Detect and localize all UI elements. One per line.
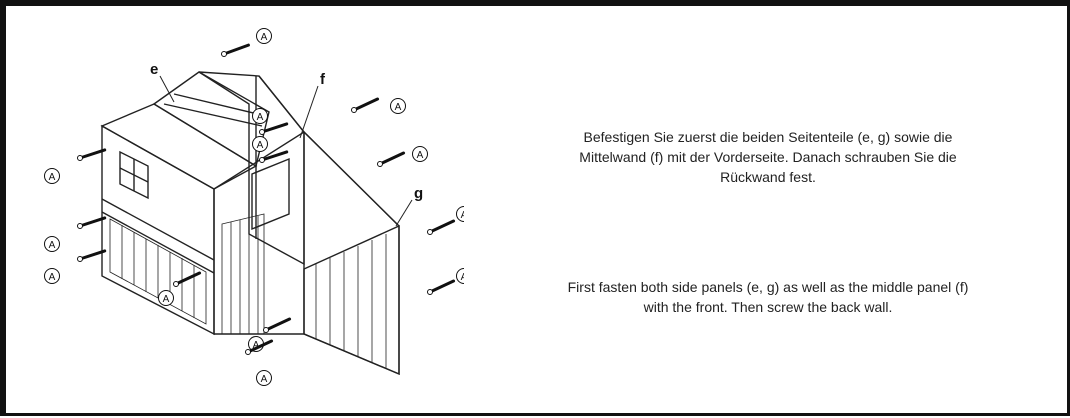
screw-marker-circle (252, 136, 268, 152)
screw-marker-label: A (253, 340, 260, 351)
screw-marker-label: A (257, 140, 264, 151)
screw-marker-circle (256, 28, 272, 44)
screw-marker-circle (44, 268, 60, 284)
screw-marker-label: A (257, 112, 264, 123)
hutch-assembly-illustration: e f g A A A A A A A A A A A A A (44, 28, 464, 386)
screw (174, 271, 202, 286)
screw-marker-label: A (163, 294, 170, 305)
label-f: f (320, 71, 326, 88)
screw-head (77, 155, 83, 161)
screw-marker-circle (44, 236, 60, 252)
screw (260, 150, 289, 162)
instruction-english-line-2: with the front. Then screw the back wall… (643, 299, 893, 315)
screw-head (263, 327, 269, 333)
screw-marker-label: A (49, 272, 56, 283)
screw-marker-label: A (461, 272, 464, 283)
screw-marker-circle (390, 98, 406, 114)
screw-markers: A A A A A A A A A A A A A (44, 28, 464, 386)
screw-marker-circle (456, 268, 464, 284)
screw-head (427, 289, 433, 295)
screw-head (377, 161, 383, 167)
screw (78, 249, 107, 261)
instruction-german-line-1: Befestigen Sie zuerst die beiden Seitent… (583, 129, 953, 145)
leader-g (395, 199, 413, 227)
screw-head (173, 281, 179, 287)
instruction-german-line-2: Mittelwand (f) mit der Vorderseite. Dana… (579, 149, 957, 165)
right-box (213, 131, 400, 376)
screw-marker-label: A (261, 32, 268, 43)
screw (78, 216, 107, 228)
screw (428, 219, 456, 234)
screw-marker-label: A (417, 150, 424, 161)
screw-head (427, 229, 433, 235)
panel-e (152, 71, 270, 168)
screw-marker-label: A (261, 374, 268, 385)
screw-marker-circle (456, 206, 464, 222)
screw-head (351, 107, 357, 113)
screw-marker-label: A (395, 102, 402, 113)
screw (246, 339, 274, 354)
screw-head (259, 157, 265, 163)
screw-marker-circle (44, 168, 60, 184)
screw (264, 317, 292, 332)
left-window (119, 150, 149, 200)
screw-marker-circle (158, 290, 174, 306)
screw (222, 43, 250, 56)
screw (428, 279, 456, 294)
right-door (251, 157, 290, 231)
leader-f (299, 85, 319, 139)
screw-head (245, 349, 251, 355)
screw (378, 151, 406, 166)
instruction-german-line-3: Rückwand fest. (720, 169, 816, 185)
label-e: e (150, 61, 158, 78)
screw-marker-label: A (49, 172, 56, 183)
instruction-english-line-1: First fasten both side panels (e, g) as … (567, 279, 969, 295)
screw-marker-label: A (461, 210, 464, 221)
screw-marker-circle (256, 370, 272, 386)
instruction-german: Befestigen Sie zuerst die beiden Seitent… (484, 127, 1052, 187)
screw (78, 148, 107, 160)
screw-head (77, 223, 83, 229)
screw-marker-label: A (49, 240, 56, 251)
screw (352, 97, 380, 112)
right-wire-mesh (221, 213, 265, 335)
instruction-english: First fasten both side panels (e, g) as … (484, 277, 1052, 317)
screw-head (77, 256, 83, 262)
left-wire-mesh (109, 218, 207, 325)
screw (260, 122, 289, 134)
label-g: g (414, 185, 423, 202)
screw-marker-circle (252, 108, 268, 124)
screw-marker-circle (412, 146, 428, 162)
screw-head (259, 129, 265, 135)
leader-e (159, 75, 175, 103)
panel-g (303, 224, 400, 376)
screw-head (221, 51, 227, 57)
